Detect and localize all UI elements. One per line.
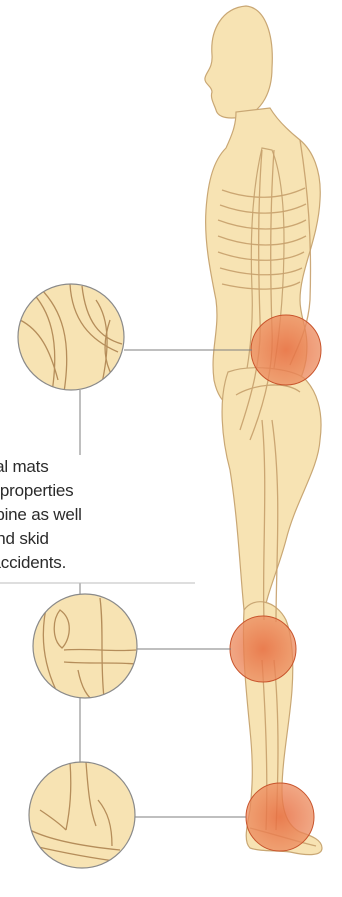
caption-line-2: ping properties: [0, 479, 194, 503]
knee-highlight: [230, 616, 296, 682]
caption-line-5: ent accidents.: [0, 551, 194, 575]
leader-lines: [0, 350, 252, 817]
caption-text: ustrial mats ping properties nd spine as…: [0, 455, 194, 575]
knee-magnifier: [33, 594, 137, 700]
lower-back-highlight: [251, 315, 321, 385]
caption-line-1: ustrial mats: [0, 455, 194, 479]
ankle-highlight: [246, 783, 314, 851]
caption-line-4: on and skid: [0, 527, 194, 551]
ankle-magnifier: [29, 762, 135, 868]
caption-line-3: nd spine as well: [0, 503, 194, 527]
lower-back-magnifier: [18, 284, 124, 392]
